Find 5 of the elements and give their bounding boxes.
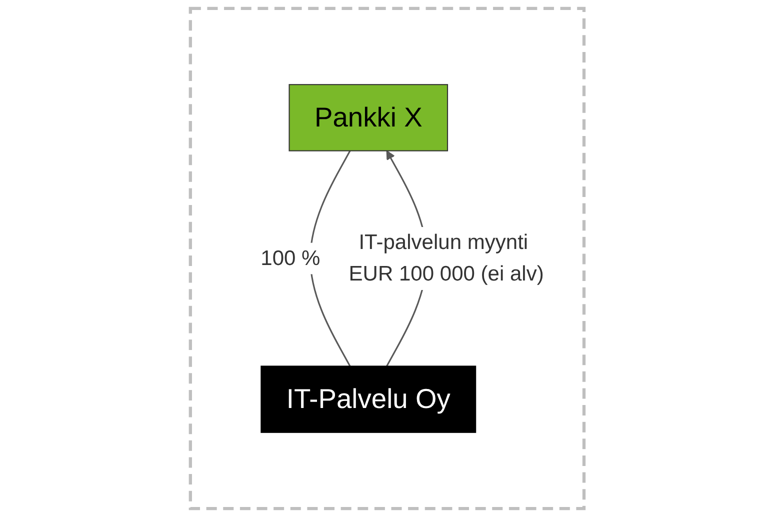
edge-label: IT-palvelun myynti EUR 100 000 (ei alv) xyxy=(349,231,544,286)
edge-label: 100 % xyxy=(260,246,321,270)
node-box: Pankki X xyxy=(289,84,448,152)
node-box: IT-Palvelu Oy xyxy=(260,366,476,433)
cluster xyxy=(189,6,586,510)
